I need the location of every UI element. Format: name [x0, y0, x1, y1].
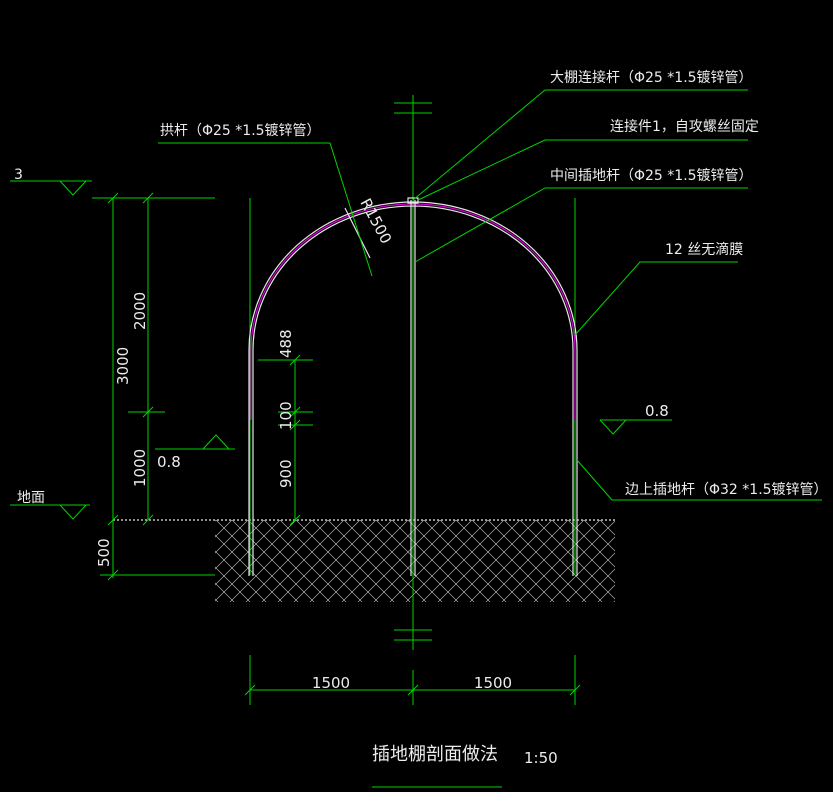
center-axis [394, 95, 432, 650]
inner-dimensions [258, 354, 313, 526]
dim-left-1500: 1500 [312, 674, 350, 692]
connector-piece [407, 197, 419, 204]
dim-500: 500 [95, 538, 113, 567]
level-mark-left [155, 434, 235, 450]
dim-2000: 2000 [131, 292, 149, 330]
bottom-dimensions [244, 655, 581, 705]
label-middle-rod: 中间插地杆（Φ25 *1.5镀锌管） [550, 167, 753, 184]
dim-100: 100 [277, 401, 295, 430]
level-left-label: 0.8 [157, 453, 181, 471]
ground-level-mark [10, 504, 90, 520]
dim-right-1500: 1500 [474, 674, 512, 692]
left-dimensions [92, 192, 215, 581]
level-right-label: 0.8 [645, 402, 669, 420]
level-mark-top [10, 180, 92, 196]
label-connector-fixing: 连接件1，自攻螺丝固定 [610, 118, 759, 135]
label-arch-rod: 拱杆（Φ25 *1.5镀锌管） [160, 122, 321, 139]
label-side-rod: 边上插地杆（Φ32 *1.5镀锌管） [625, 481, 828, 498]
arch-frame [248, 197, 578, 576]
dim-1000: 1000 [131, 449, 149, 487]
label-connector-rod: 大棚连接杆（Φ25 *1.5镀锌管） [550, 69, 753, 86]
level-top-label: 3 [14, 167, 23, 183]
drawing-title: 插地棚剖面做法 [372, 744, 498, 765]
leader-lines [158, 89, 822, 501]
ground-label: 地面 [17, 490, 45, 506]
dim-3000: 3000 [114, 347, 132, 385]
film-line [250, 203, 576, 420]
dim-488: 488 [277, 329, 295, 358]
label-film: 12 丝无滴膜 [665, 241, 743, 258]
radius-leader [344, 207, 371, 259]
level-mark-right [599, 419, 672, 435]
dim-900: 900 [277, 459, 295, 488]
drawing-scale: 1:50 [524, 749, 558, 767]
